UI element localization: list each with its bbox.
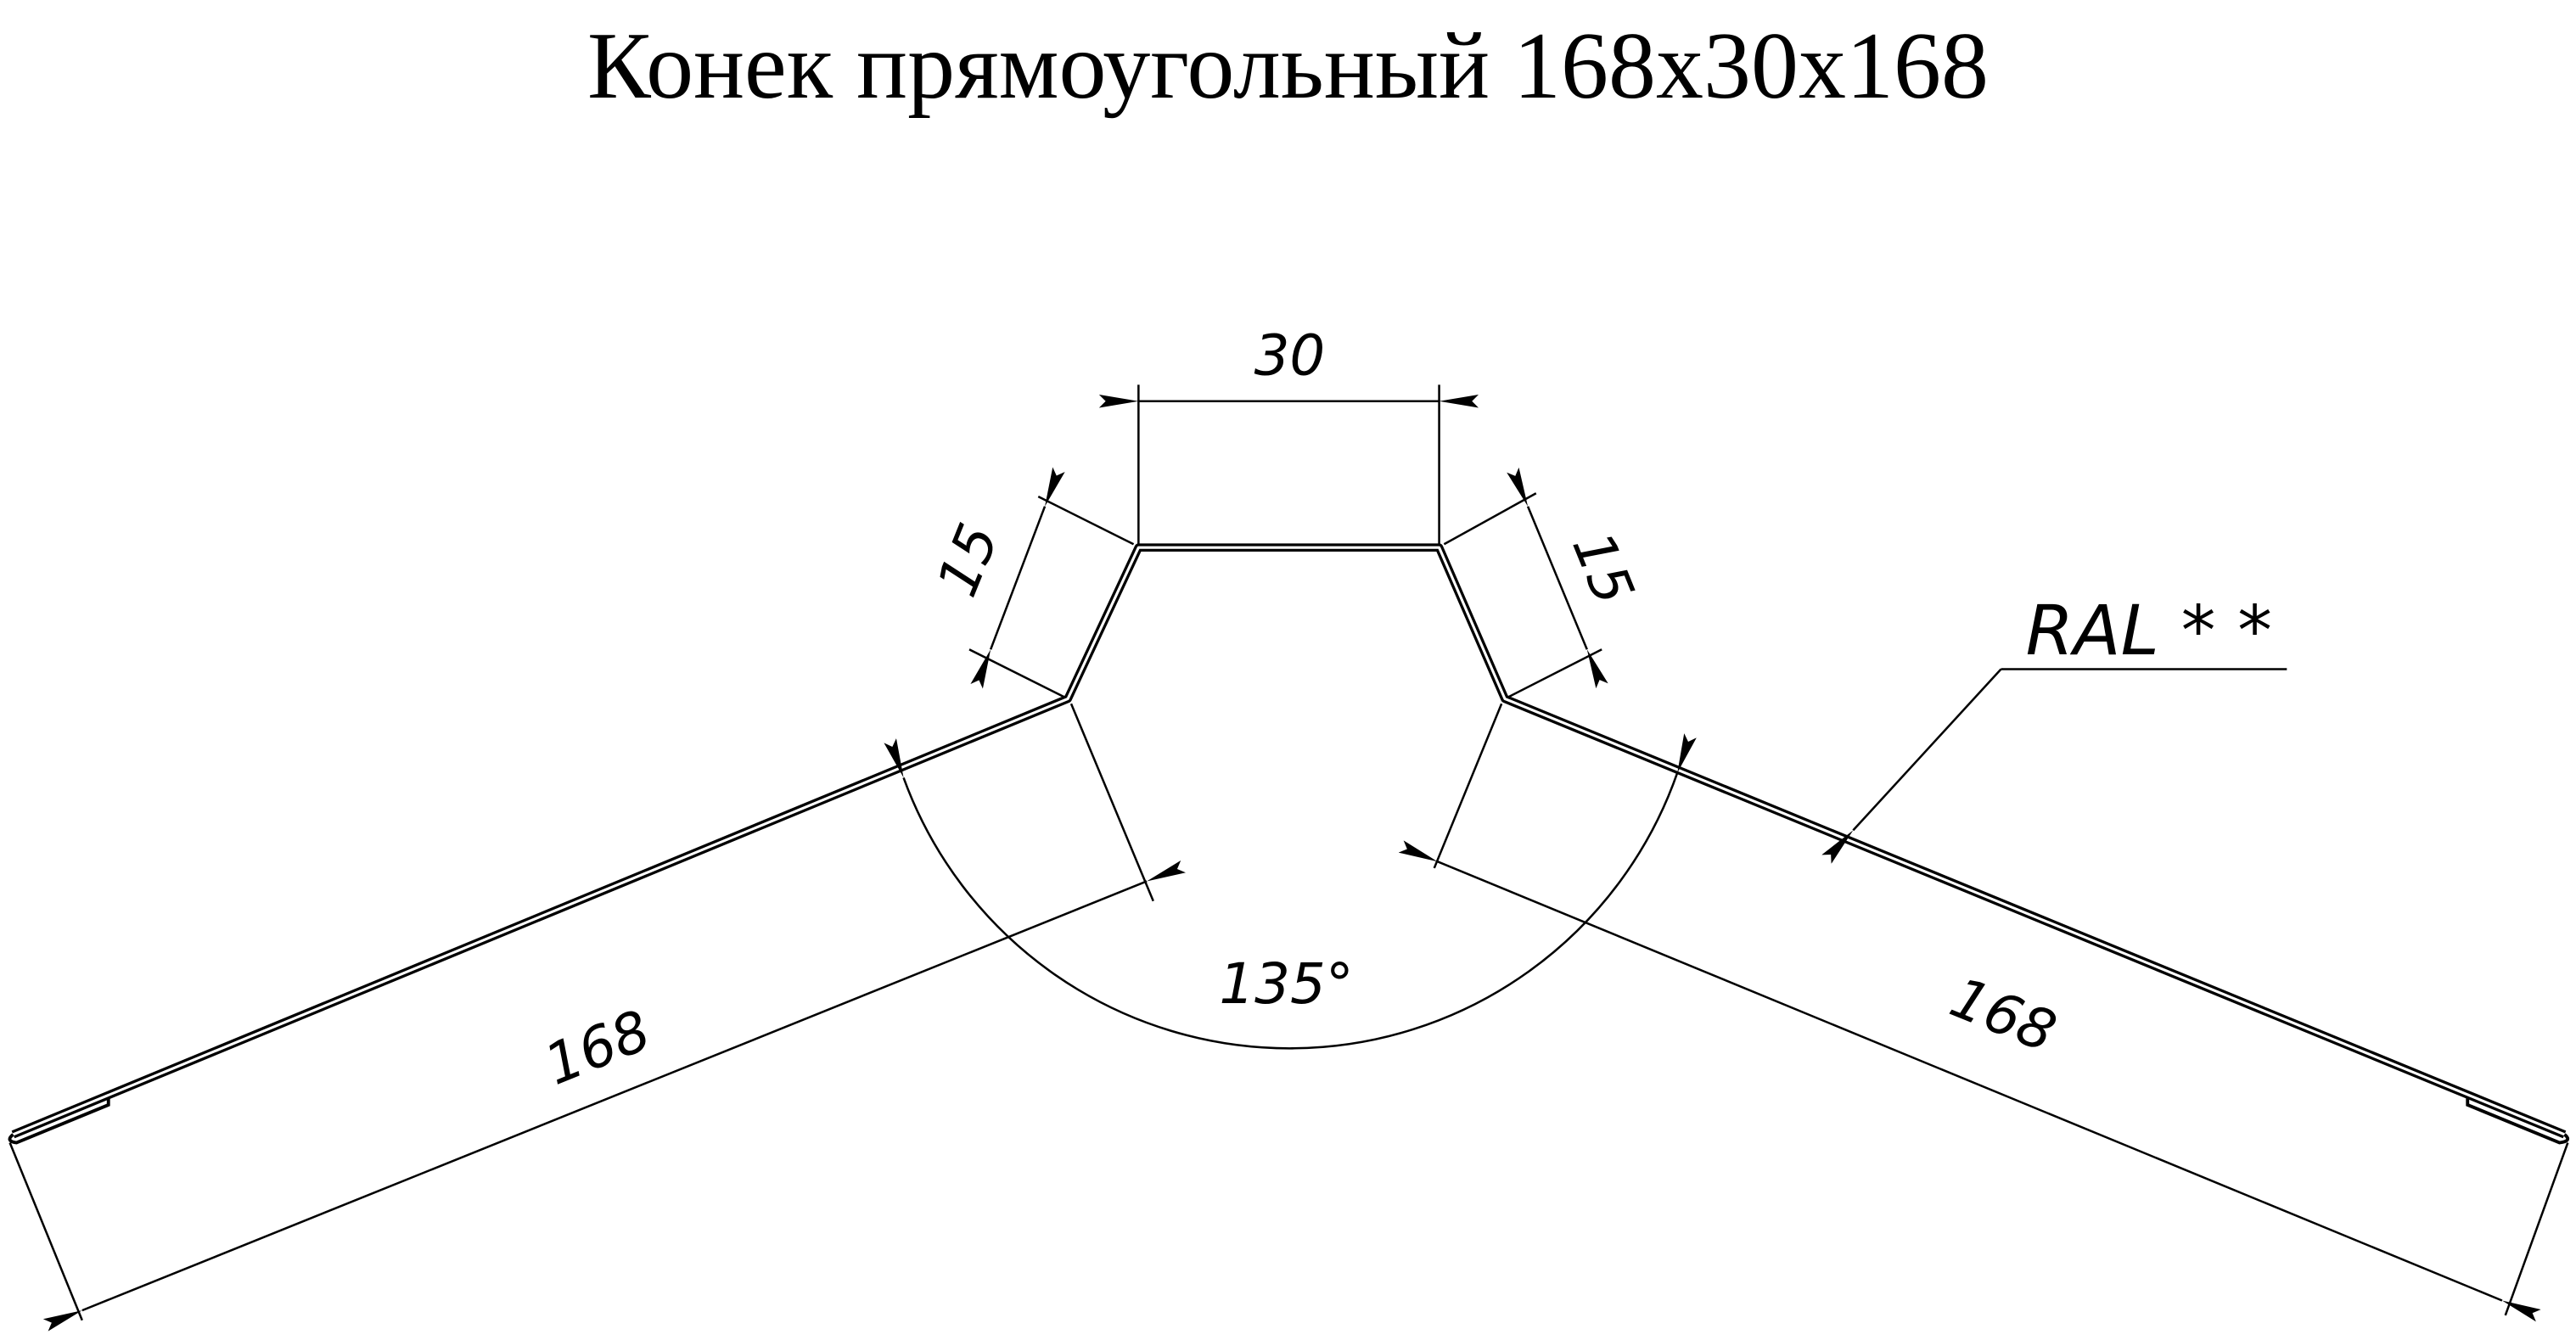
dimension-left-15: 15: [924, 467, 1135, 698]
dimension-label: 15: [1559, 523, 1647, 614]
dimension-right-15: 15: [1443, 467, 1647, 698]
dimension-angle: 135°: [884, 703, 1697, 1050]
dimension-label: 30: [1254, 323, 1326, 389]
material-leader: RAL * *: [1821, 592, 2287, 864]
dimension-left-168: 168: [8, 860, 1187, 1332]
right-hem: [2466, 1098, 2570, 1145]
left-hem: [8, 1098, 110, 1145]
dimension-30: 30: [1098, 323, 1479, 545]
dimension-label: 15: [924, 515, 1012, 606]
drawing-title: Конек прямоугольный 168х30х168: [586, 14, 1989, 119]
angle-label: 135°: [1219, 951, 1353, 1017]
dimension-label: 168: [536, 997, 659, 1098]
material-note: RAL * *: [2026, 592, 2272, 671]
dimension-label: 168: [1942, 965, 2065, 1066]
dimension-right-168: 168: [1398, 840, 2569, 1322]
